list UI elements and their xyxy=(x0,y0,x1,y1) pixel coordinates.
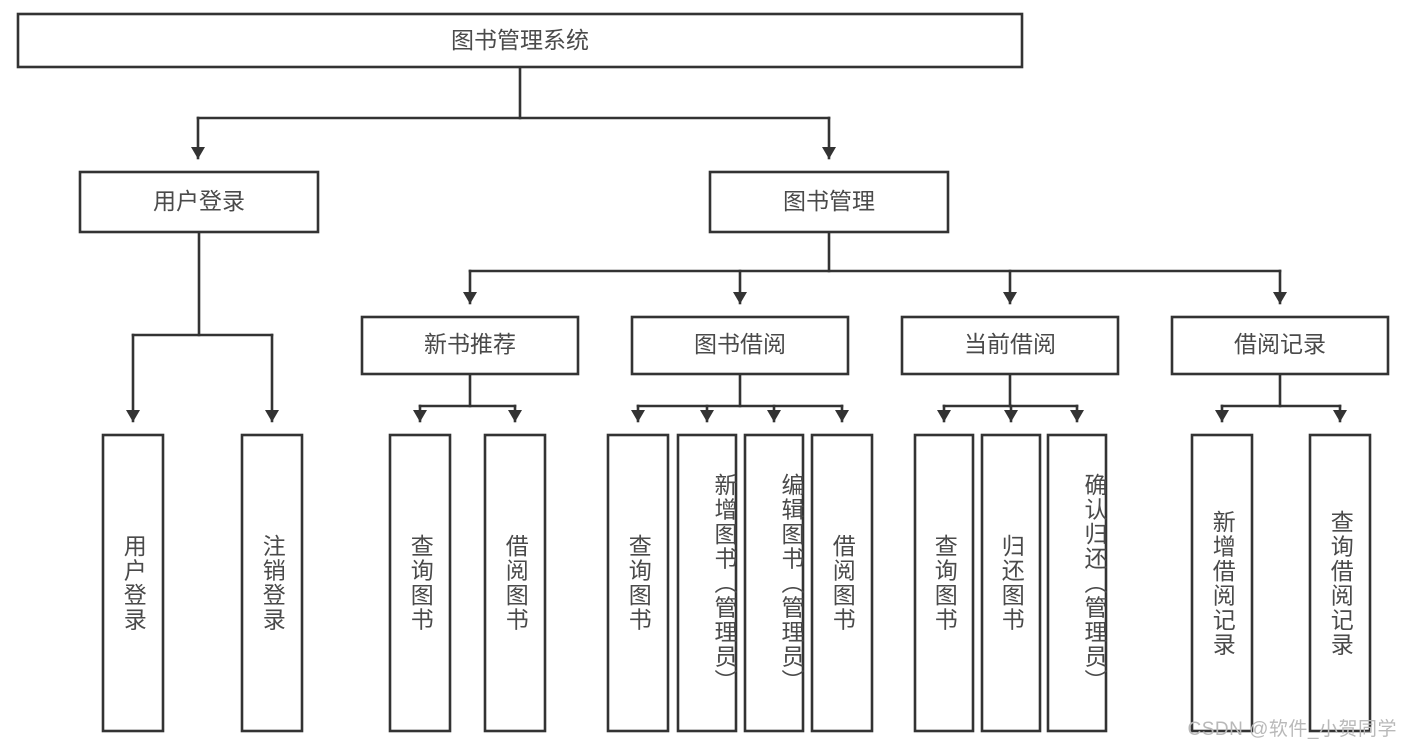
node-leaf-borrow-book-recommend[interactable] xyxy=(483,433,547,733)
node-borrow-record[interactable]: 借阅记录 xyxy=(1170,315,1390,376)
node-user-login[interactable]: 用户登录 xyxy=(78,170,320,234)
node-current-borrow[interactable]: 当前借阅 xyxy=(900,315,1120,376)
node-leaf-return-book[interactable] xyxy=(980,433,1042,733)
node-leaf-borrow-book[interactable] xyxy=(810,433,874,733)
node-new-book-recommend-label: 新书推荐 xyxy=(424,331,516,357)
node-current-borrow-label: 当前借阅 xyxy=(964,331,1056,357)
node-leaf-add-book-admin[interactable] xyxy=(676,433,738,733)
node-leaf-user-login[interactable] xyxy=(101,433,165,733)
node-root[interactable]: 图书管理系统 xyxy=(16,12,1024,69)
node-borrow-record-label: 借阅记录 xyxy=(1234,331,1326,357)
node-leaf-query-book-current[interactable] xyxy=(913,433,975,733)
connector-recommend-to-leaves xyxy=(413,372,522,423)
node-book-borrow[interactable]: 图书借阅 xyxy=(630,315,850,376)
node-root-label: 图书管理系统 xyxy=(451,27,589,53)
node-book-borrow-label: 图书借阅 xyxy=(694,331,786,357)
connector-record-to-leaves xyxy=(1215,372,1347,423)
node-leaf-edit-book-admin[interactable] xyxy=(743,433,805,733)
connector-current-to-leaves xyxy=(937,372,1084,423)
node-leaf-add-borrow-record[interactable] xyxy=(1190,433,1254,733)
connector-borrow-to-leaves xyxy=(631,372,849,423)
node-user-login-label: 用户登录 xyxy=(153,188,245,214)
node-leaf-confirm-return-admin[interactable] xyxy=(1046,433,1108,733)
node-book-management-label: 图书管理 xyxy=(783,188,875,214)
connector-root-to-level1 xyxy=(191,65,836,160)
connector-userlogin-to-leaves xyxy=(126,230,279,423)
node-leaf-logout-login[interactable] xyxy=(240,433,304,733)
connector-bookmgmt-to-level2 xyxy=(463,230,1287,305)
node-book-management[interactable]: 图书管理 xyxy=(708,170,950,234)
node-leaf-query-book-borrow[interactable] xyxy=(606,433,670,733)
node-leaf-query-borrow-record[interactable] xyxy=(1308,433,1372,733)
node-leaf-query-book-recommend[interactable] xyxy=(388,433,452,733)
node-new-book-recommend[interactable]: 新书推荐 xyxy=(360,315,580,376)
csdn-watermark: CSDN @软件_小贺同学 xyxy=(1187,719,1397,740)
